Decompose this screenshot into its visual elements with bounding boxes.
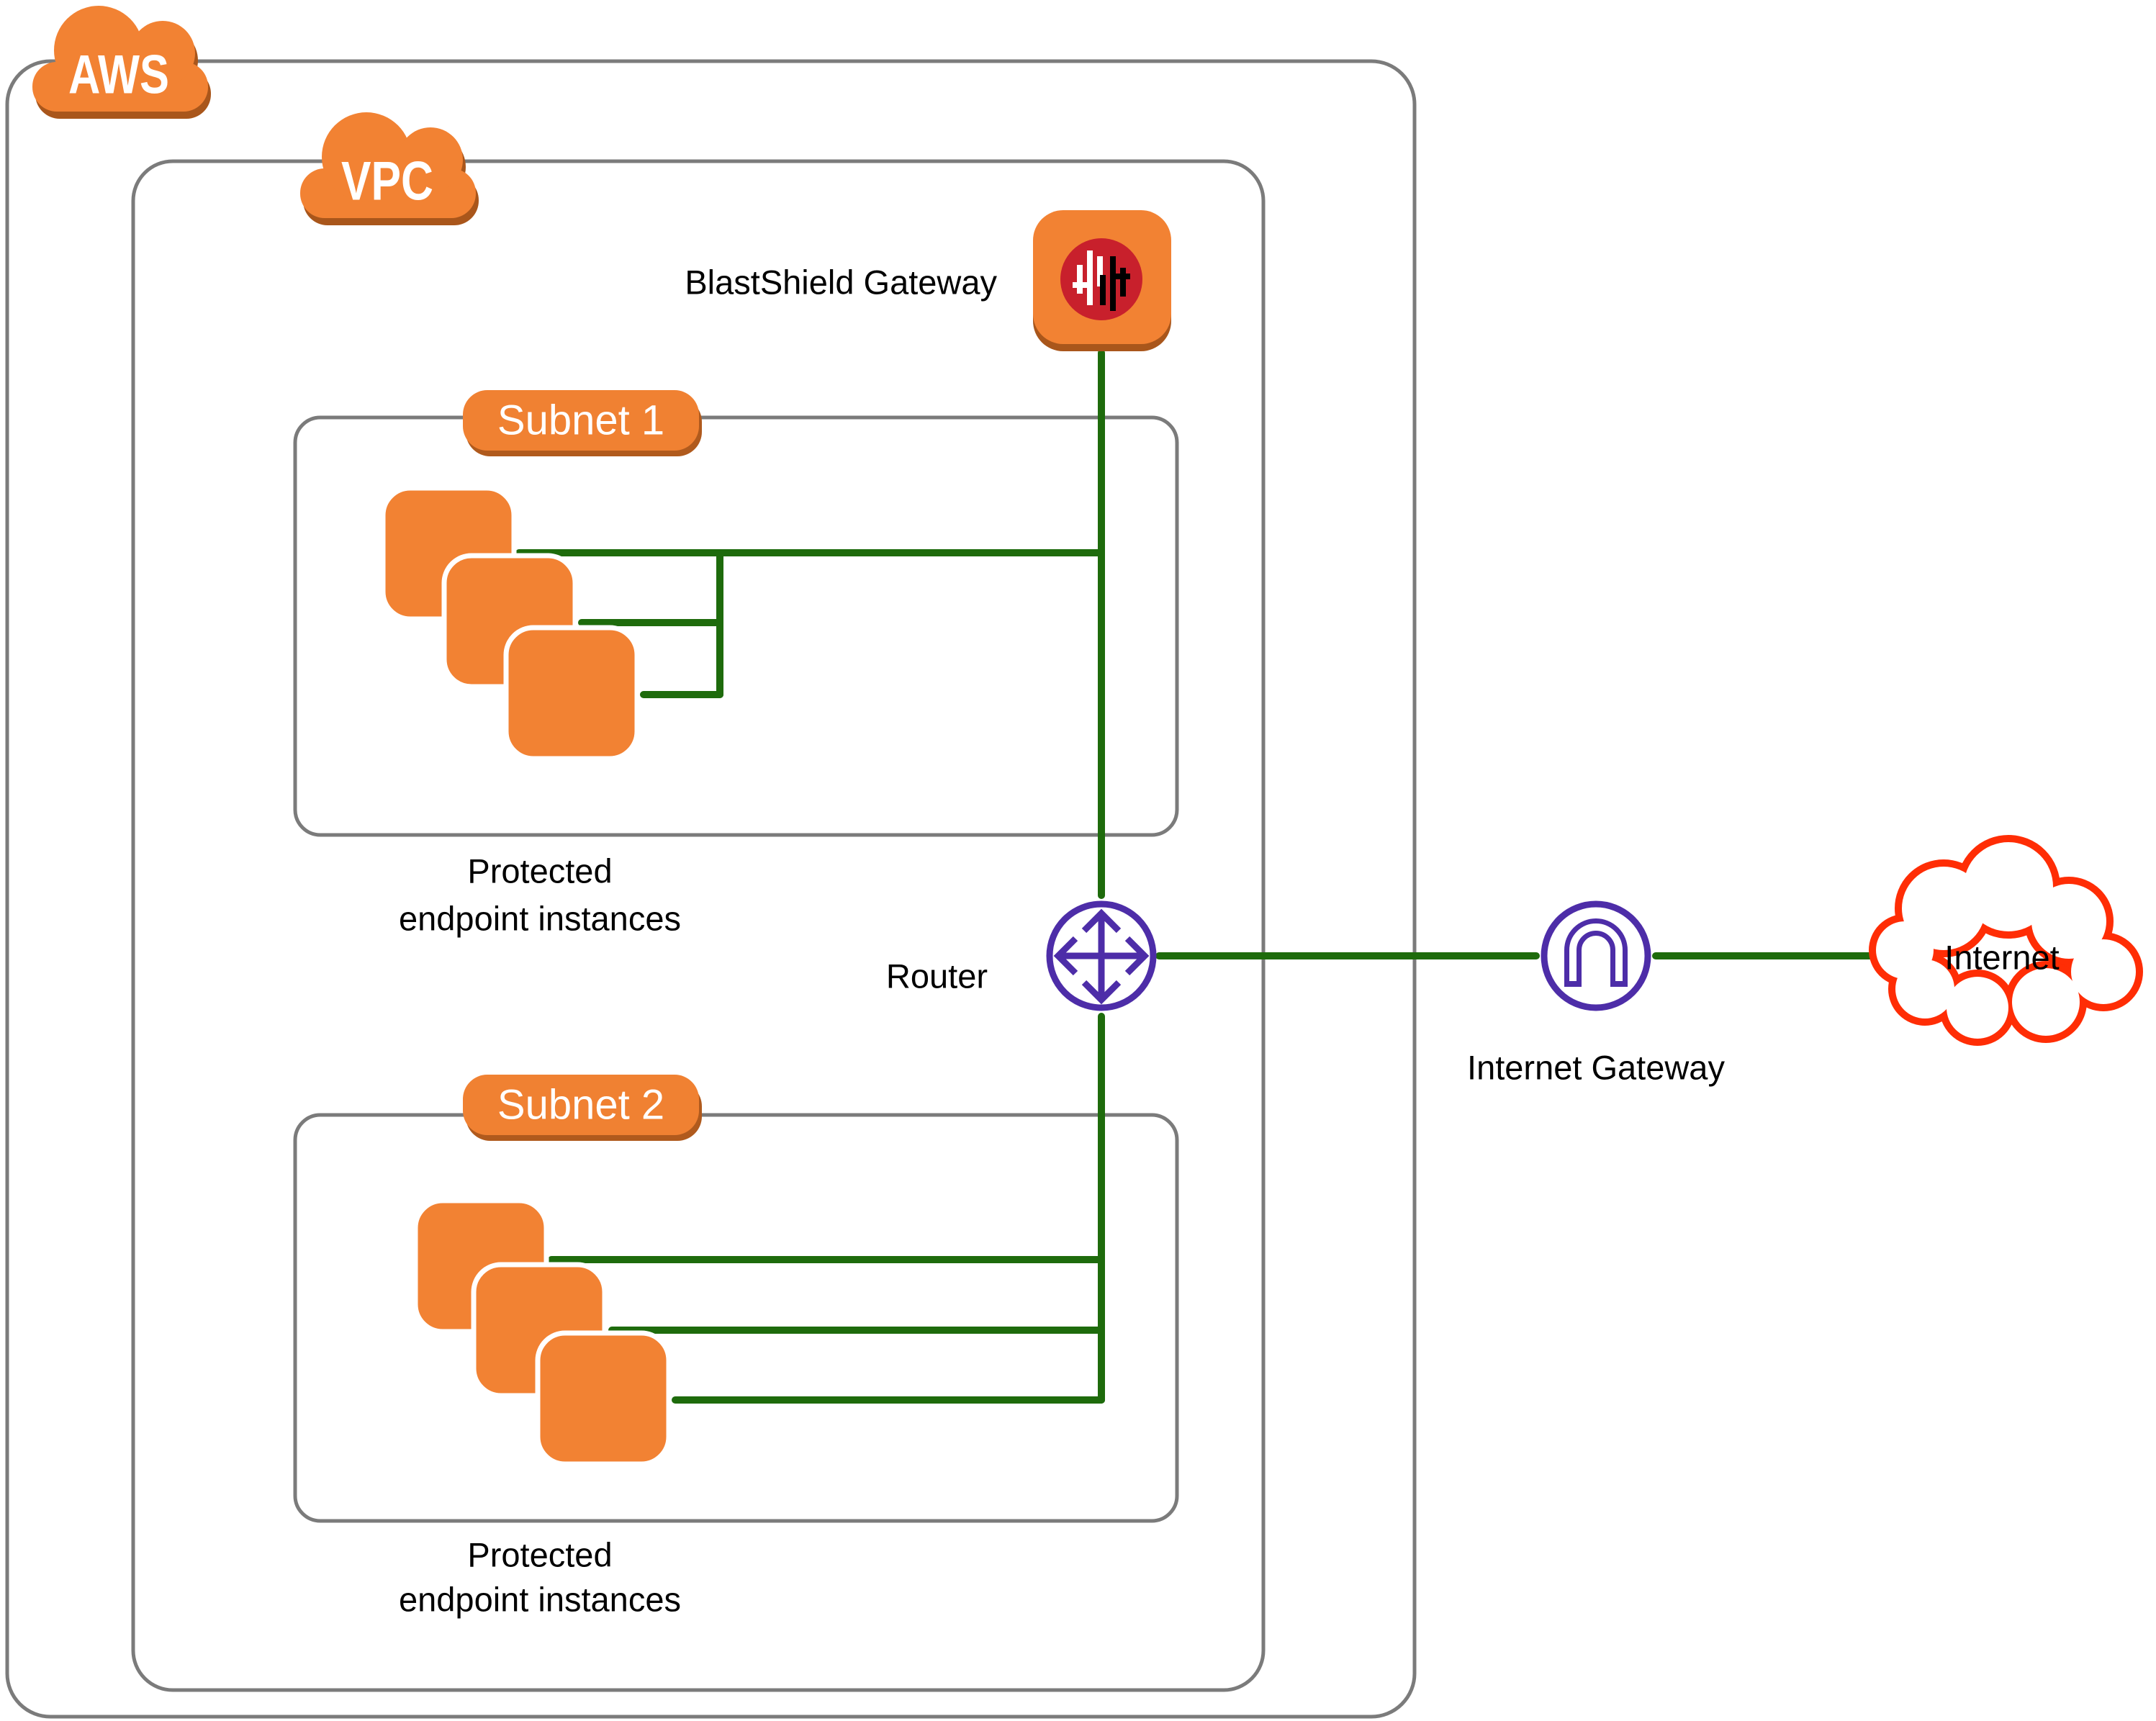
internet-cloud-icon: Internet: [1869, 835, 2143, 1046]
ec2-instance-icon: [535, 1330, 672, 1467]
subnet2-pill: Subnet 2: [463, 1075, 702, 1141]
subnet2-caption-line2: endpoint instances: [399, 1581, 681, 1619]
subnet2-instances: [412, 1198, 672, 1467]
igw-label: Internet Gateway: [1467, 1049, 1725, 1087]
router-label: Router: [886, 957, 988, 995]
internet-label: Internet: [1944, 939, 2059, 977]
aws-cloud-icon: AWS: [32, 6, 211, 119]
vpc-boundary-box: [131, 159, 1266, 1692]
subnet1-caption: Protected endpoint instances: [399, 852, 681, 938]
subnet1-label: Subnet 1: [497, 397, 664, 444]
aws-boundary-box: [5, 59, 1417, 1719]
vpc-cloud-icon: VPC: [300, 112, 479, 225]
vpc-label: VPC: [341, 151, 433, 212]
ec2-instance-icon: [503, 625, 640, 762]
gateway-label: BlastShield Gateway: [685, 263, 997, 302]
router-icon: [1046, 900, 1157, 1011]
blastshield-gateway-icon: [1033, 210, 1171, 351]
subnet2-label: Subnet 2: [497, 1082, 664, 1129]
subnet2-caption-line1: Protected: [467, 1536, 612, 1574]
subnet1-instances: [380, 485, 640, 762]
aws-label: AWS: [68, 45, 169, 106]
subnet2-box: [293, 1113, 1179, 1523]
subnet1-pill: Subnet 1: [463, 390, 702, 456]
subnet1-caption-line1: Protected: [467, 852, 612, 890]
subnet1-caption-line2: endpoint instances: [399, 900, 681, 938]
blastshield-logo-waveform: [1073, 250, 1130, 311]
internet-gateway-icon: [1541, 900, 1651, 1011]
subnet2-caption: Protected endpoint instances: [399, 1536, 681, 1619]
connection-lines: [515, 349, 1886, 1404]
subnet1-box: [293, 415, 1179, 837]
